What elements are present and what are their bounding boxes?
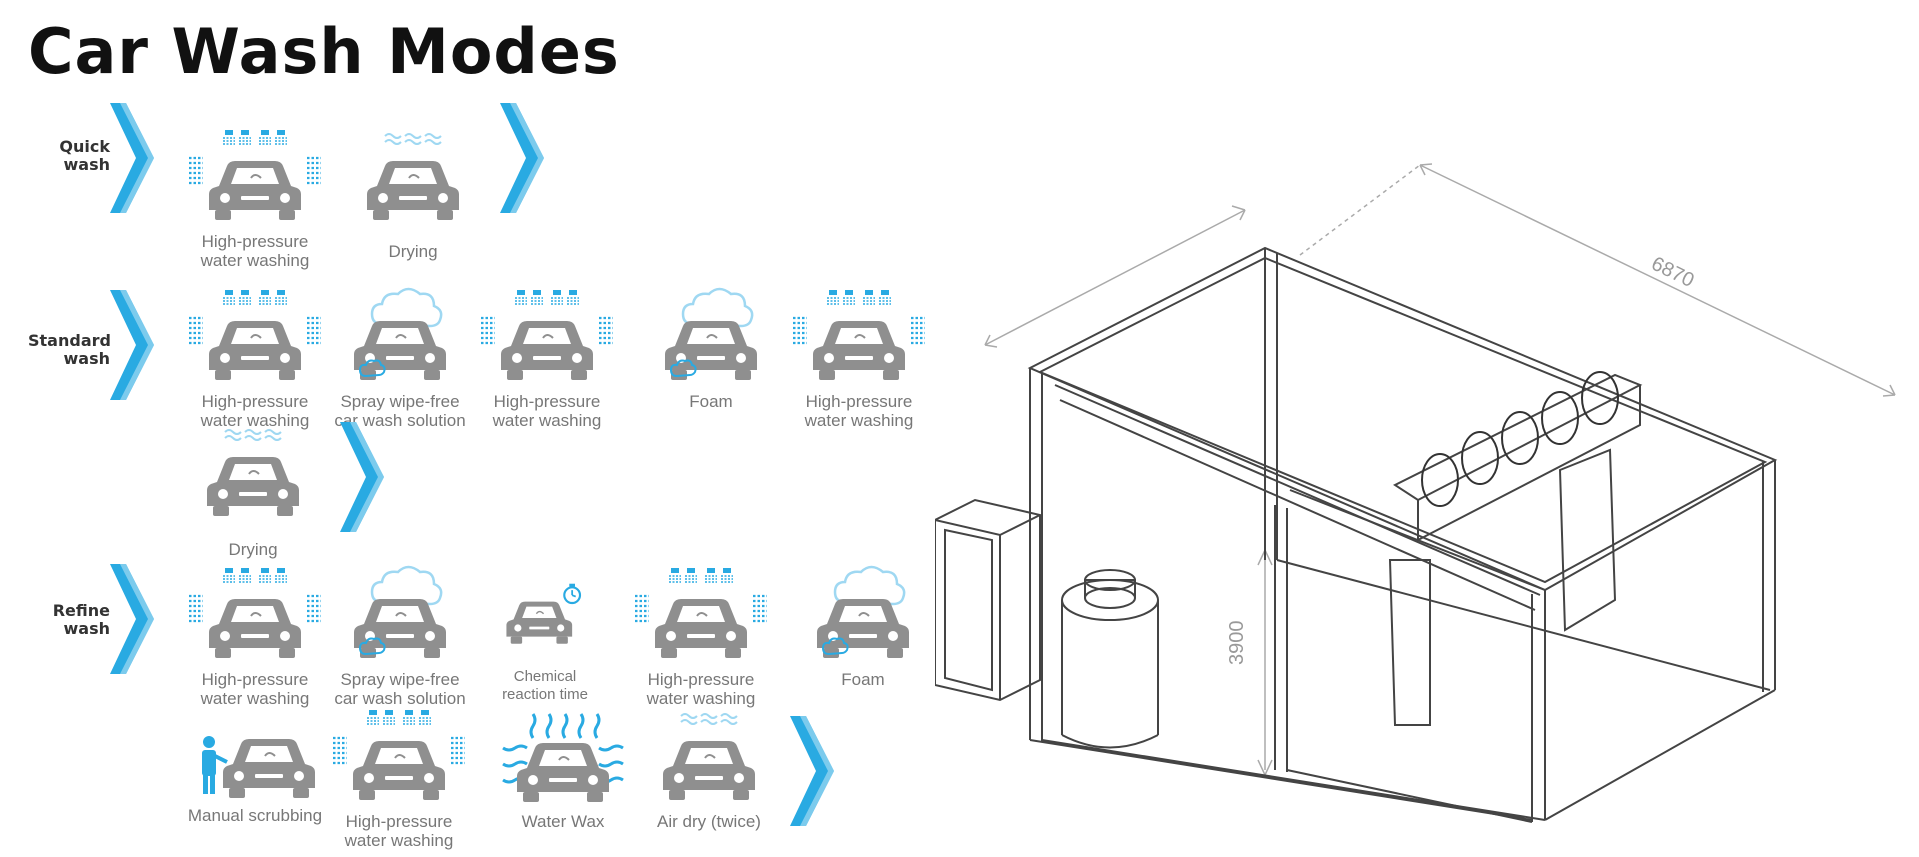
drying-icon (366, 133, 460, 221)
high-pressure-icon (633, 567, 769, 659)
foam-icon (664, 287, 758, 381)
step-spray-solution: Spray wipe-free car wash solution (325, 558, 475, 708)
step-high-pressure: High-pressure water washing (626, 566, 776, 708)
chevron-right-icon (790, 716, 834, 826)
step-chemical-reaction: Chemical reaction time (470, 580, 620, 704)
step-manual-scrubbing: Manual scrubbing (180, 718, 330, 825)
chevron-right-icon (340, 422, 384, 532)
step-caption: Air dry (twice) (657, 812, 761, 831)
high-pressure-icon (331, 709, 467, 801)
mode-label-refine-wash: Refine wash (52, 601, 110, 638)
step-caption: Foam (841, 670, 885, 689)
step-high-pressure: High-pressure water washing (784, 288, 934, 430)
spray-solution-icon (353, 287, 447, 381)
chevron-right-icon (110, 290, 154, 400)
step-caption: Water Wax (521, 812, 605, 831)
step-caption: Chemical reaction time (502, 668, 588, 703)
step-water-wax: Water Wax (488, 708, 638, 831)
step-caption: High-pressure water washing (200, 232, 310, 270)
step-foam: Foam (788, 558, 938, 689)
chevron-right-icon (500, 103, 544, 213)
foam-icon (816, 565, 910, 659)
step-caption: High-pressure water washing (646, 670, 756, 708)
step-high-pressure: High-pressure water washing (180, 288, 330, 430)
step-spray-solution: Spray wipe-free car wash solution (325, 280, 475, 430)
step-caption: Foam (689, 392, 733, 411)
high-pressure-icon (187, 129, 323, 221)
drying-icon (206, 429, 300, 517)
mode-label-quick-wash: Quick wash (59, 137, 110, 174)
step-high-pressure: High-pressure water washing (180, 566, 330, 708)
step-drying: Drying (338, 128, 488, 261)
air-dry-icon (662, 713, 756, 801)
step-caption: High-pressure water washing (492, 392, 602, 430)
step-caption: Drying (228, 540, 278, 559)
step-air-dry: Air dry (twice) (634, 708, 784, 831)
step-high-pressure: High-pressure water washing (324, 708, 474, 850)
high-pressure-icon (791, 289, 927, 381)
page-title: Car Wash Modes (28, 15, 620, 88)
step-caption: Spray wipe-free car wash solution (334, 392, 466, 430)
high-pressure-icon (479, 289, 615, 381)
step-drying: Drying (178, 424, 328, 559)
step-caption: Spray wipe-free car wash solution (334, 670, 466, 708)
dimension-length: 6870 (1648, 253, 1698, 292)
chevron-right-icon (110, 564, 154, 674)
dimension-height: 3900 (1226, 621, 1248, 666)
step-foam: Foam (636, 280, 786, 411)
step-caption: Drying (388, 242, 438, 261)
spray-solution-icon (353, 565, 447, 659)
step-caption: High-pressure water washing (344, 812, 454, 850)
step-caption: High-pressure water washing (200, 670, 310, 708)
timer-icon (505, 583, 582, 645)
high-pressure-icon (187, 289, 323, 381)
step-caption: Manual scrubbing (187, 806, 323, 825)
high-pressure-icon (187, 567, 323, 659)
step-high-pressure: High-pressure water washing (180, 128, 330, 270)
manual-scrub-icon (202, 736, 316, 799)
chevron-right-icon (110, 103, 154, 213)
step-caption: High-pressure water washing (200, 392, 310, 430)
mode-label-standard-wash: Standard wash (28, 331, 111, 368)
step-high-pressure: High-pressure water washing (472, 288, 622, 430)
step-caption: High-pressure water washing (804, 392, 914, 430)
car-wash-machine-drawing: 6870 3900 (935, 163, 1896, 823)
water-wax-icon (502, 713, 624, 803)
